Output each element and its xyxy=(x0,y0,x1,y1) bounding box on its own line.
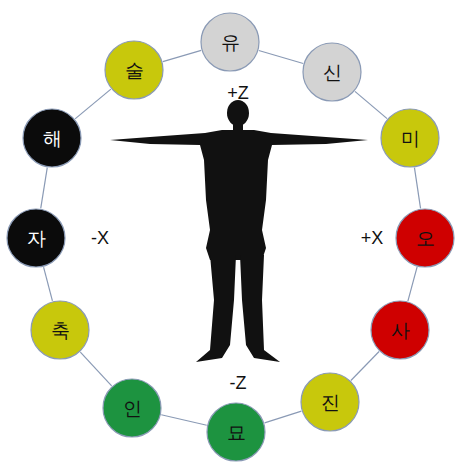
ring-connector xyxy=(80,352,111,386)
branch-label: 자 xyxy=(27,229,46,248)
branch-label: 유 xyxy=(221,33,240,52)
circle-shape xyxy=(303,43,361,101)
axis-label: -X xyxy=(91,229,109,247)
branch-circle: 오 xyxy=(395,208,455,268)
ring-connector xyxy=(414,168,420,209)
branch-circle: 자 xyxy=(6,208,66,268)
ring-connector xyxy=(75,89,111,119)
ring-connector xyxy=(44,267,53,301)
ring-connector xyxy=(355,91,387,118)
branch-label: 묘 xyxy=(227,423,246,442)
branch-circle: 유 xyxy=(200,12,260,72)
circle-shape xyxy=(31,301,89,359)
branch-circle: 묘 xyxy=(206,402,266,462)
ring-connector xyxy=(408,267,417,301)
circle-shape xyxy=(381,109,439,167)
ring-connector xyxy=(161,415,207,426)
branch-circle: 술 xyxy=(104,40,164,100)
branch-circle: 진 xyxy=(300,372,360,432)
axis-label: +Z xyxy=(227,84,249,102)
branch-circle: 미 xyxy=(380,108,440,168)
ring-connector xyxy=(259,50,303,63)
circle-shape xyxy=(301,373,359,431)
ring-connector xyxy=(351,352,379,381)
ring-connector xyxy=(265,411,302,423)
branch-label: 사 xyxy=(391,321,410,340)
ring-connector xyxy=(163,50,201,61)
branch-label: 오 xyxy=(416,229,435,248)
branch-label: 술 xyxy=(125,61,144,80)
branch-label: 진 xyxy=(321,393,340,412)
circle-shape xyxy=(201,13,259,71)
branch-label: 미 xyxy=(401,129,420,148)
circle-shape xyxy=(23,109,81,167)
branch-label: 축 xyxy=(51,321,70,340)
axis-label: +X xyxy=(361,229,384,247)
branch-circle: 신 xyxy=(302,42,362,102)
branch-circle: 축 xyxy=(30,300,90,360)
branch-label: 신 xyxy=(323,63,342,82)
ring-connector xyxy=(41,168,48,209)
branch-circle: 해 xyxy=(22,108,82,168)
circle-shape xyxy=(371,301,429,359)
circle-shape xyxy=(7,209,65,267)
branch-circle: 사 xyxy=(370,300,430,360)
branch-circle: 인 xyxy=(102,378,162,438)
branch-label: 해 xyxy=(43,129,62,148)
circle-shape xyxy=(207,403,265,461)
branch-label: 인 xyxy=(123,399,142,418)
circle-shape xyxy=(103,379,161,437)
circle-shape xyxy=(396,209,454,267)
circle-shape xyxy=(105,41,163,99)
axis-label: -Z xyxy=(230,374,247,392)
